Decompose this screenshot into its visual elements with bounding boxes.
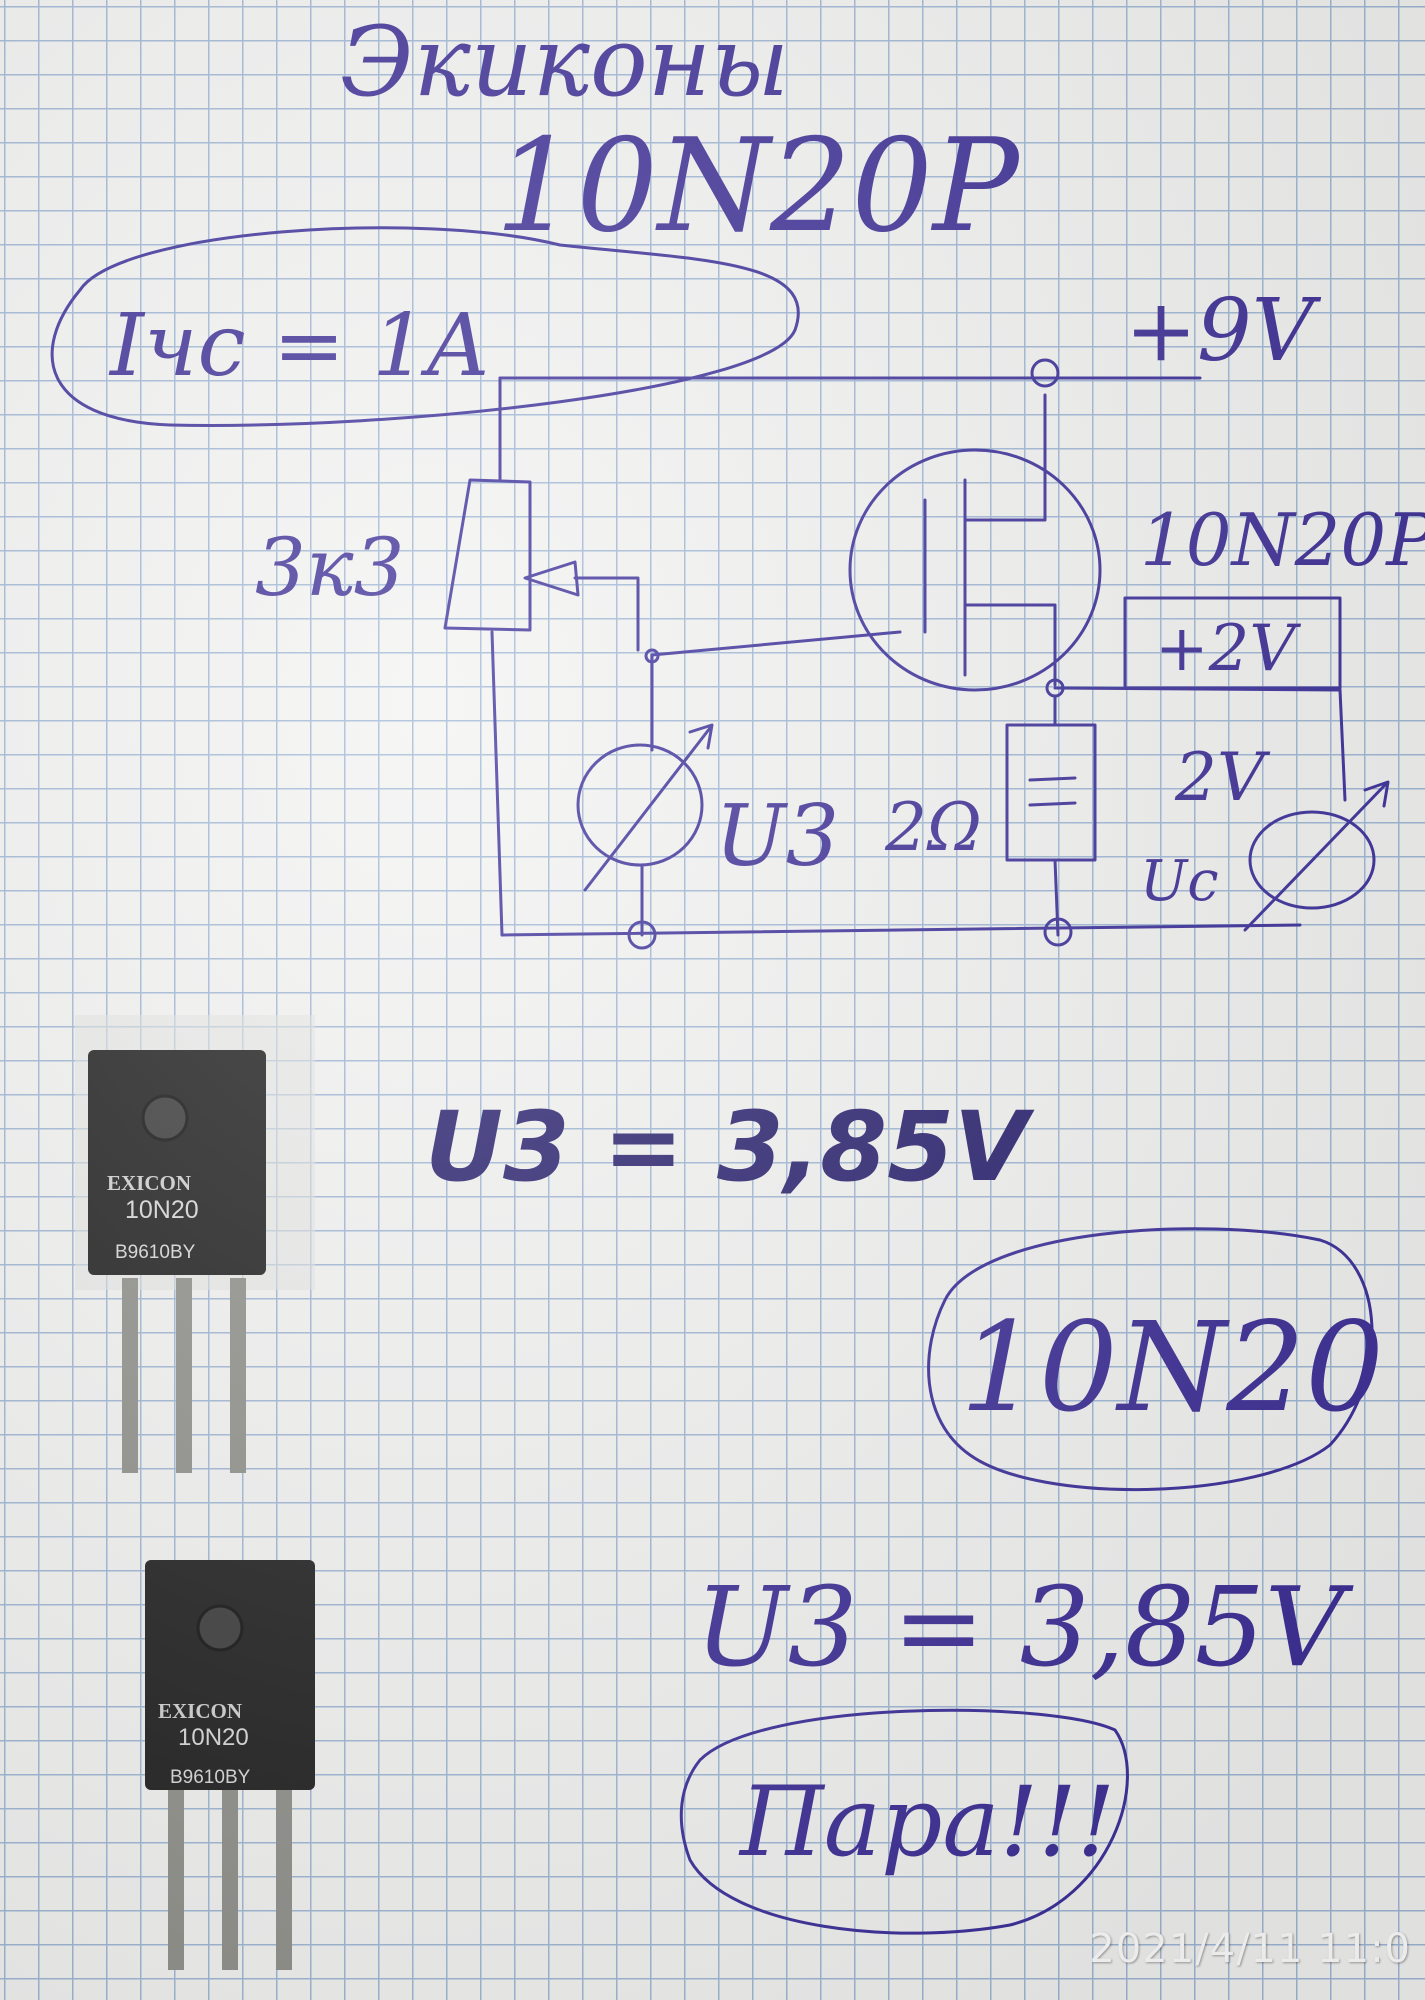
source-voltmeter-circle [1248, 810, 1376, 910]
gate-voltage-bold: U3 = 3,85V [425, 1091, 1035, 1203]
potentiometer-body [443, 478, 532, 632]
transistor-photo-2: EXICON 10N20 B9610BY [145, 1560, 315, 1970]
load-resistor [1005, 723, 1097, 862]
transistor-1-lead-1 [122, 1278, 138, 1473]
source-meter-voltage: 2V [1174, 739, 1271, 816]
photo-timestamp: 2021/4/11 11:0 [1089, 1926, 1411, 1972]
transistor-1-mounting-hole [141, 1094, 189, 1142]
pot-value-label: 3к3 [255, 521, 405, 614]
load-resistor-label: 2Ω [884, 789, 982, 866]
resistor-bottom-wire [1053, 858, 1060, 937]
gate-wire [650, 630, 902, 657]
verdict-loop [679, 1708, 1129, 1935]
gate-voltmeter-circle [576, 743, 704, 867]
verdict-text: Пара!!! [738, 1766, 1115, 1878]
current-note-loop [50, 226, 800, 427]
source-meter-label: Uс [1140, 849, 1219, 914]
transistor-2-lead-3 [276, 1790, 292, 1970]
ground-node-gate [627, 920, 657, 950]
part-number-loop [927, 1227, 1374, 1492]
source-voltmeter-arrowhead [1363, 780, 1390, 808]
transistor-1-code: B9610BY [115, 1242, 196, 1263]
source-voltage-box [1123, 596, 1342, 690]
gate-voltmeter-arrowhead [688, 723, 714, 750]
gate-meter-label: U3 [715, 787, 839, 885]
transistor-2-brand: EXICON [158, 1699, 242, 1723]
mosfet-drain-lead [963, 393, 1047, 522]
source-voltage-text: +2V [1155, 612, 1301, 686]
mosfet-circle [848, 448, 1102, 692]
supply-voltage-label: +9V [1125, 281, 1322, 381]
transistor-2-body [145, 1560, 315, 1790]
ground-node-source [1043, 917, 1073, 947]
source-voltmeter-arrow [1243, 783, 1387, 932]
transistor-2-code: B9610BY [170, 1767, 251, 1788]
transistor-2-mounting-hole [196, 1604, 244, 1652]
resistor-mark-a [1028, 776, 1077, 782]
pot-bottom-wire [490, 630, 504, 937]
ground-rail-wire [500, 923, 1302, 937]
transistor-2-lead-1 [168, 1790, 184, 1970]
transistor-2-model: 10N20 [178, 1724, 249, 1751]
transistor-1-body [88, 1050, 266, 1275]
resistor-mark-b [1028, 801, 1077, 807]
transistor-2-lead-2 [222, 1790, 238, 1970]
right-meter-wire [1338, 688, 1347, 802]
transistor-1-brand: EXICON [107, 1171, 191, 1195]
part-title-text: 10N20P [495, 112, 1021, 261]
supply-node [1030, 358, 1060, 388]
gate-voltmeter-arrow [583, 726, 712, 892]
pot-wiper [523, 560, 640, 652]
mosfet-source-lead [963, 603, 1057, 687]
current-note-text: Iчс = 1A [108, 296, 489, 396]
transistor-1-model: 10N20 [125, 1196, 199, 1224]
mosfet-label: 10N20P [1140, 498, 1425, 582]
circled-part-text: 10N20 [960, 1296, 1384, 1440]
transistor-1-lead-2 [176, 1278, 192, 1473]
transistor-1-lead-3 [230, 1278, 246, 1473]
title-text: Экиконы [340, 6, 789, 118]
transistor-photo-1: EXICON 10N20 B9610BY [75, 1015, 315, 1473]
gate-voltage-second: U3 = 3,85V [695, 1563, 1354, 1691]
